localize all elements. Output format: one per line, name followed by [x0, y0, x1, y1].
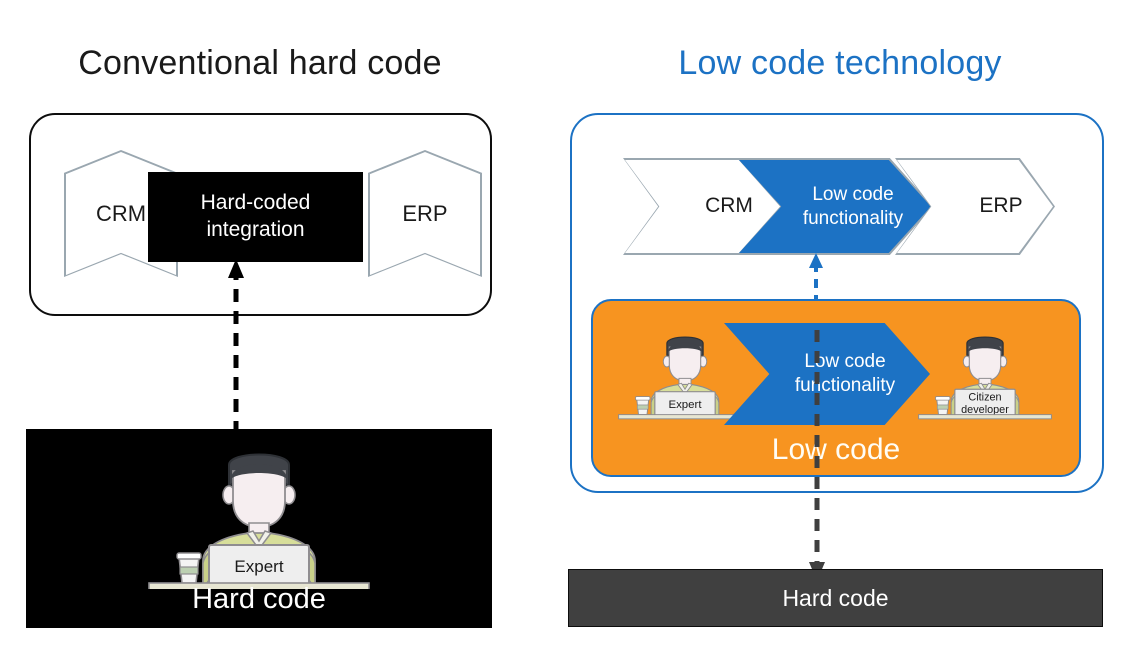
dashed-arrow-lowcode-up [809, 253, 823, 304]
hard-code-label-right: Hard code [782, 584, 889, 611]
chevron-erp-left-label: ERP [402, 200, 448, 226]
low-code-box-label: Low code [771, 433, 901, 466]
hard-code-box-left: Expert Hard code [26, 429, 492, 628]
person-expert-icon: Expert [618, 336, 752, 420]
low-code-bottom-line-1: Low code [804, 351, 886, 373]
hard-code-bar-right: Hard code [568, 569, 1103, 627]
chevron-erp-right-label: ERP [979, 194, 1023, 218]
chevron-erp-right: ERP [895, 158, 1055, 255]
low-code-bottom-line-2: functionality [794, 375, 896, 396]
chevron-crm-right: CRM [623, 158, 783, 255]
chevron-low-code-bottom-label: Low code functionality [724, 323, 948, 425]
hard-coded-integration-box: Hard-coded integration [148, 172, 363, 262]
svg-text:Expert: Expert [668, 399, 702, 411]
chevron-low-code-functionality-top: Low code functionality [737, 158, 933, 255]
chevron-low-code-functionality-bottom: Low code functionality [724, 323, 930, 425]
hard-coded-integration-label: Hard-coded integration [148, 172, 363, 262]
left-panel-title: Conventional hard code [78, 44, 442, 82]
chevron-crm-right-label: CRM [705, 194, 753, 218]
chevron-low-code-top-label: Low code functionality [737, 158, 951, 255]
integration-line-1: Hard-coded [200, 191, 311, 215]
integration-line-2: integration [206, 218, 305, 241]
dashed-arrow-lowcode-to-hardcode [809, 330, 825, 581]
chevron-crm-left-label: CRM [95, 200, 147, 226]
low-code-top-line-2: functionality [802, 207, 904, 229]
person-citizen-developer-icon: Citizen developer [918, 336, 1052, 420]
svg-text:Citizen: Citizen [968, 392, 1001, 404]
dashed-arrow-hardcode-to-integration [228, 259, 244, 434]
svg-text:developer: developer [961, 404, 1009, 416]
person-label-left: Expert [234, 557, 283, 576]
chevron-erp-left: ERP [368, 150, 482, 277]
hard-code-label-left: Hard code [192, 583, 326, 615]
person-at-laptop-icon: Expert [148, 453, 370, 589]
right-panel-title: Low code technology [678, 44, 1002, 82]
low-code-top-line-1: Low code [812, 183, 894, 205]
